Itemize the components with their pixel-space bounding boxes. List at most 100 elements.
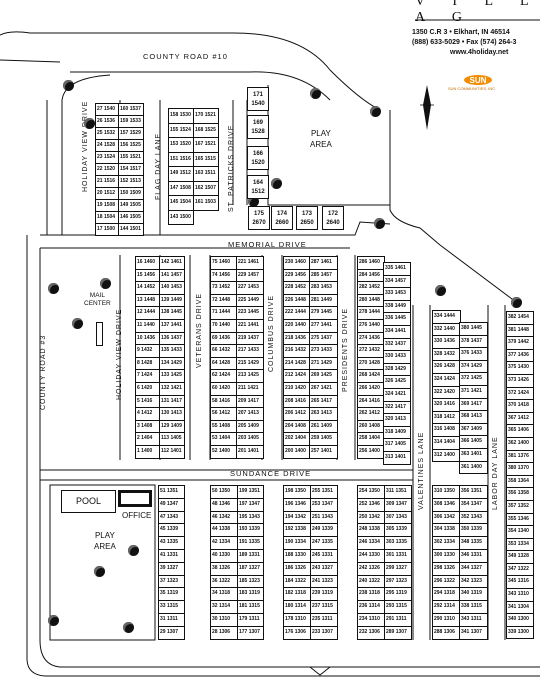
lot-cell: 379 1442 [507, 336, 533, 349]
lot-cell: 33 1315 [159, 600, 184, 613]
lot-cell: 309 1347 [385, 497, 411, 511]
lot-cell: 295 1319 [385, 587, 411, 600]
lot-cell: 328 1432 [433, 347, 460, 361]
lot-cell: 349 1328 [507, 550, 533, 563]
lot-cell: 58 1416 [211, 394, 237, 408]
phone-line: (888) 633-5029 • Fax (574) 264-3 [412, 39, 517, 46]
lot-cell: 151 1516 [169, 151, 193, 167]
lot-cell: 263 1413 [310, 407, 337, 420]
lot-cell: 332 1437 [384, 337, 410, 351]
lot-cell: 32 1314 [211, 600, 238, 613]
lot-cell: 19 1508 [96, 199, 119, 211]
lot-cell: 3 1408 [136, 419, 160, 433]
lot-cell: 26 1536 [96, 115, 119, 127]
lot-cell: 225 1449 [237, 293, 263, 307]
lot-cell: 262 1412 [358, 407, 384, 420]
lot-cell: 175 2670 [248, 206, 270, 230]
lot-cell: 307 1343 [385, 510, 411, 524]
lot-cell: 163 1511 [194, 166, 218, 181]
lot-cell: 273 1433 [310, 344, 337, 357]
road-valentines: VALENTINES LANE [418, 431, 425, 510]
lot-cell: 152 1513 [119, 175, 143, 187]
lot-cell: 184 1322 [284, 574, 311, 588]
lot-cell: 246 1334 [358, 536, 385, 549]
lot-cell: 18 1504 [96, 211, 119, 223]
lot-cell: 368 1413 [460, 410, 487, 423]
lot-cell: 365 1406 [507, 424, 533, 437]
lot-cell: 43 1335 [159, 536, 184, 549]
lot-cell: 12 1444 [136, 306, 160, 319]
lot-cell: 377 1436 [507, 348, 533, 362]
lot-cell: 218 1436 [284, 331, 310, 345]
lot-cell: 376 1433 [460, 347, 487, 360]
lot-cell: 272 1432 [358, 344, 384, 357]
lot-cell: 299 1327 [385, 561, 411, 575]
lot-cell: 354 1347 [460, 497, 487, 511]
lot-cell: 382 1454 [508, 314, 529, 320]
address-line: 1350 C.R 3 • Elkhart, IN 46514 [412, 29, 510, 36]
lot-cell: 161 1503 [194, 195, 218, 210]
lot-cell: 158 1530 [170, 112, 191, 118]
lot-cell: 186 1326 [284, 561, 311, 575]
lot-cell: 293 1315 [385, 600, 411, 613]
tree-icon [94, 566, 105, 577]
lot-cell: 189 1331 [238, 548, 263, 562]
lot-cell: 48 1346 [211, 497, 238, 511]
lot-cell: 129 1409 [160, 419, 184, 433]
lot-cell: 267 1421 [310, 381, 337, 395]
lot-cell: 197 1347 [238, 497, 263, 511]
lot-cell: 52 1400 [211, 444, 237, 458]
road-holiday-view-top: HOLIDAY VIEW DRIVE [82, 100, 89, 192]
road-county3: COUNTY ROAD #3 [40, 334, 47, 410]
lot-cell: 270 1428 [358, 356, 384, 370]
lot-cell: 277 1441 [310, 318, 337, 332]
lot-cell: 250 1342 [358, 510, 385, 524]
lot-cell: 130 1413 [160, 407, 184, 420]
lot-cell: 30 1310 [211, 612, 238, 626]
lot-cell: 40 1330 [211, 548, 238, 562]
lot-cell: 320 1416 [433, 398, 460, 411]
lot-cell: 147 1508 [169, 180, 193, 196]
lot-cell: 141 1457 [160, 268, 184, 282]
lot-cell: 187 1327 [238, 561, 263, 575]
lot-cell: 62 1424 [211, 369, 237, 382]
lot-cell: 286 1460 [359, 259, 380, 265]
lot-cell: 260 1408 [358, 419, 384, 433]
lot-cell: 378 1437 [460, 334, 487, 348]
lot-cell: 210 1420 [284, 381, 310, 395]
road-flag-day: FLAG DAY LANE [155, 132, 162, 200]
lot-cell: 73 1452 [211, 281, 237, 294]
lot-cell: 338 1315 [460, 600, 487, 613]
lot-cell: 182 1318 [284, 587, 311, 600]
road-presidents: PRESIDENTS DRIVE [342, 307, 349, 392]
lot-cell: 13 1448 [136, 293, 160, 307]
lot-cell: 330 1436 [433, 335, 460, 348]
office-label: OFFICE [122, 511, 152, 520]
lot-cell: 354 1340 [507, 525, 533, 538]
lot-cell: 196 1346 [284, 497, 311, 511]
lot-cell: 257 1401 [310, 444, 337, 458]
lot-cell: 274 1436 [358, 331, 384, 345]
lot-cell: 313 1401 [384, 450, 410, 464]
lot-cell: 269 1425 [310, 369, 337, 382]
lot-cell: 66 1432 [211, 344, 237, 357]
lot-cell: 14 1452 [136, 281, 160, 294]
lot-cell: 136 1437 [160, 331, 184, 345]
road-columbus: COLUMBUS DRIVE [268, 294, 275, 372]
lot-cell: 285 1457 [310, 268, 337, 282]
lot-cell: 380 1370 [507, 462, 533, 475]
lot-cell: 334 1444 [434, 313, 455, 319]
lot-cell: 332 1440 [433, 322, 460, 336]
lot-cell: 330 1433 [384, 350, 410, 363]
lot-cell: 154 1517 [119, 163, 143, 175]
tree-icon [84, 118, 95, 129]
lot-cell: 135 1433 [160, 344, 184, 357]
lot-cell: 294 1318 [433, 587, 460, 600]
lot-cell: 213 1425 [237, 369, 263, 382]
lot-cell: 284 1456 [358, 268, 384, 282]
